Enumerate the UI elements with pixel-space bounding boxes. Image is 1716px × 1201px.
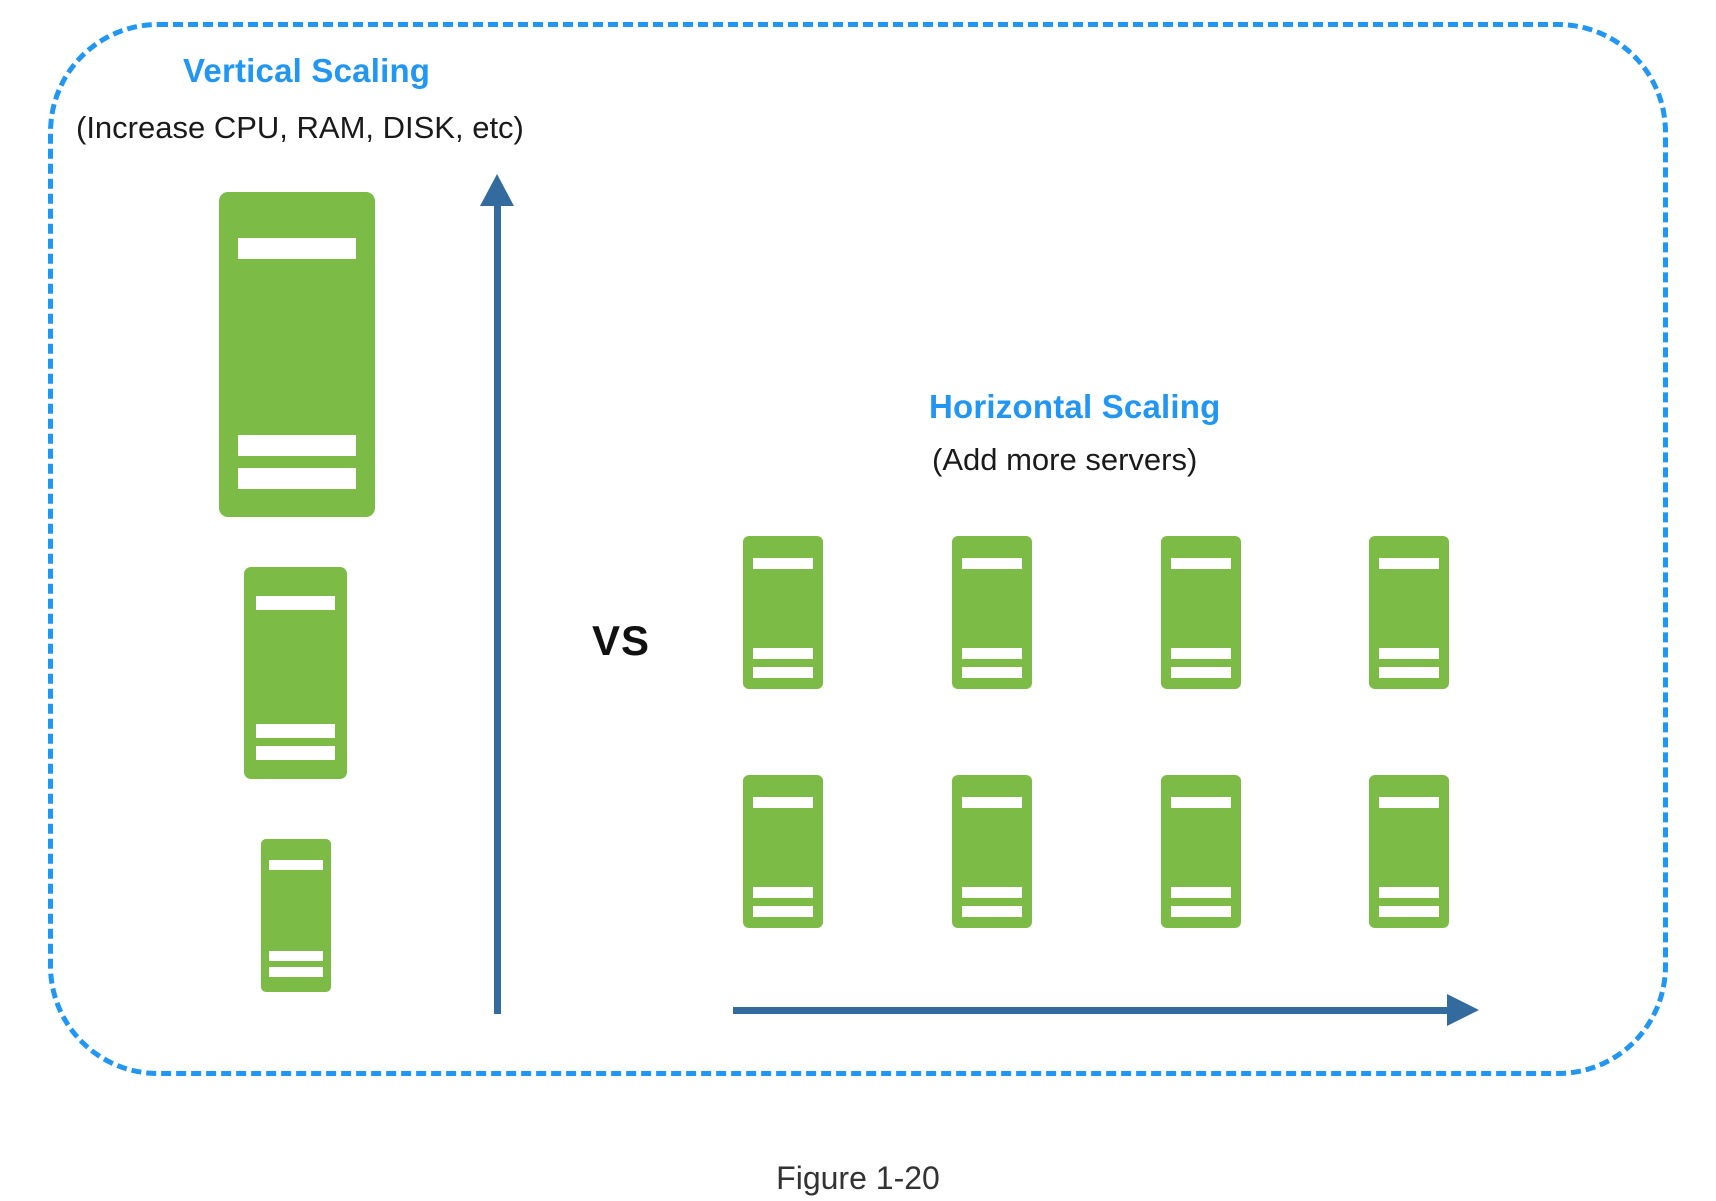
server-slot-bar	[1170, 648, 1232, 659]
server-slot-bar	[237, 468, 357, 489]
server-icon-grid-r2c2	[952, 775, 1032, 928]
server-slot-bar	[1378, 887, 1440, 898]
server-slot-bar	[752, 906, 814, 917]
server-slot-bar	[1170, 906, 1232, 917]
server-icon-grid-r1c2	[952, 536, 1032, 689]
server-slot-bar	[237, 238, 357, 259]
server-slot-bar	[752, 558, 814, 569]
server-slot-bar	[1170, 558, 1232, 569]
horizontal-scaling-title: Horizontal Scaling	[929, 388, 1221, 425]
server-slot-bar	[752, 648, 814, 659]
versus-label: VS	[592, 617, 651, 664]
server-slot-bar	[1378, 906, 1440, 917]
vertical-scaling-subtitle: (Increase CPU, RAM, DISK, etc)	[76, 110, 524, 145]
server-slot-bar	[1378, 558, 1440, 569]
server-slot-bar	[961, 906, 1023, 917]
server-slot-bar	[256, 724, 335, 738]
server-slot-bar	[1378, 648, 1440, 659]
server-slot-bar	[752, 887, 814, 898]
up-arrow-shaft	[494, 196, 501, 1014]
server-slot-bar	[256, 596, 335, 610]
server-slot-bar	[1378, 667, 1440, 678]
server-slot-bar	[961, 887, 1023, 898]
server-slot-bar	[256, 746, 335, 760]
server-slot-bar	[1378, 797, 1440, 808]
vertical-scaling-title: Vertical Scaling	[183, 52, 431, 89]
server-icon-grid-r2c4	[1369, 775, 1449, 928]
server-slot-bar	[961, 648, 1023, 659]
server-icon-grid-r2c1	[743, 775, 823, 928]
server-slot-bar	[752, 667, 814, 678]
server-icon-grid-r1c1	[743, 536, 823, 689]
right-arrow-shaft	[733, 1007, 1453, 1014]
server-slot-bar	[269, 951, 323, 961]
server-slot-bar	[961, 667, 1023, 678]
server-icon-grid-r2c3	[1161, 775, 1241, 928]
server-icon-medium	[244, 567, 347, 779]
server-slot-bar	[961, 558, 1023, 569]
server-slot-bar	[961, 797, 1023, 808]
server-icon-grid-r1c3	[1161, 536, 1241, 689]
server-slot-bar	[1170, 887, 1232, 898]
server-slot-bar	[237, 435, 357, 456]
server-icon-large	[219, 192, 375, 517]
server-slot-bar	[269, 860, 323, 870]
dashed-border-frame	[48, 22, 1668, 1076]
right-arrow-icon	[1447, 994, 1479, 1026]
server-slot-bar	[752, 797, 814, 808]
server-icon-small	[261, 839, 331, 992]
horizontal-scaling-subtitle: (Add more servers)	[932, 442, 1198, 477]
server-slot-bar	[1170, 797, 1232, 808]
server-icon-grid-r1c4	[1369, 536, 1449, 689]
figure-caption: Figure 1-20	[776, 1160, 940, 1196]
server-slot-bar	[1170, 667, 1232, 678]
server-slot-bar	[269, 967, 323, 977]
